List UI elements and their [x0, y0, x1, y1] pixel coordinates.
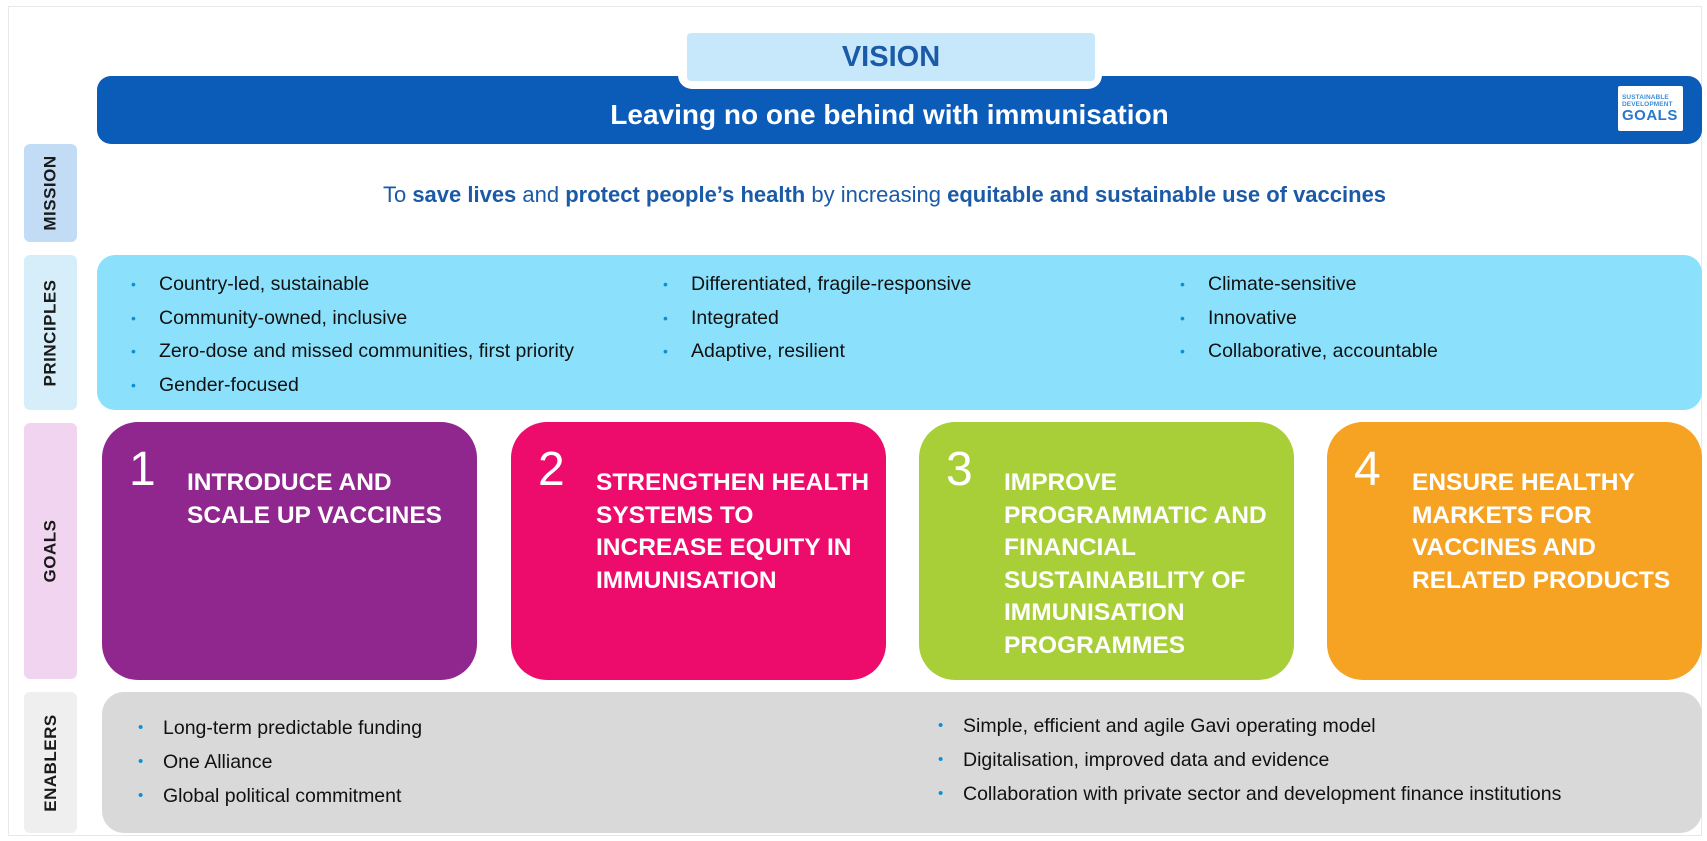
vision-statement: Leaving no one behind with immunisation — [610, 99, 1169, 130]
enabler-item: • Global political commitment — [138, 779, 422, 813]
sdg-logo: SUSTAINABLE DEVELOPMENT GOALS — [1618, 86, 1683, 131]
enabler-item: • Simple, efficient and agile Gavi operat… — [938, 709, 1561, 743]
goal-title: INTRODUCE AND SCALE UP VACCINES — [187, 469, 443, 529]
bullet-icon: • — [138, 753, 144, 770]
section-label-principles-text: PRINCIPLES — [40, 278, 60, 387]
mission-part: by increasing — [805, 182, 948, 207]
section-label-mission-text: MISSION — [40, 155, 60, 231]
enabler-item: • Digitalisation, improved data and evide… — [938, 743, 1561, 777]
principles-list-2: • Differentiated, fragile-responsive • Int… — [663, 268, 971, 369]
mission-statement: To save lives and protect people’s healt… — [97, 182, 1672, 208]
bullet-icon: • — [1180, 343, 1185, 359]
principles-list-3: • Climate-sensitive • Innovative • Collabor… — [1180, 268, 1438, 369]
bullet-icon: • — [138, 787, 144, 804]
enabler-text: Global political commitment — [163, 785, 402, 807]
principle-item: • Community-owned, inclusive — [131, 302, 574, 336]
goal-title: ENSURE HEALTHY MARKETS FOR VACCINES AND … — [1412, 469, 1671, 594]
goal-number: 1 — [129, 443, 156, 496]
enabler-text: Long-term predictable funding — [163, 717, 423, 739]
principle-text: Collaborative, accountable — [1208, 340, 1438, 362]
principle-text: Community-owned, inclusive — [159, 306, 408, 329]
principle-text: Innovative — [1208, 306, 1297, 329]
principles-list-1: • Country-led, sustainable • Community-own… — [131, 268, 574, 402]
mission-emphasis: equitable and sustainable use of vaccine… — [947, 182, 1387, 207]
section-label-goals: GOALS — [24, 423, 77, 679]
principle-item: • Innovative — [1180, 302, 1438, 336]
enablers-panel — [102, 692, 1702, 833]
bullet-icon: • — [138, 719, 144, 736]
sdg-logo-line3: GOALS — [1622, 106, 1678, 124]
enabler-item: • One Alliance — [138, 745, 422, 779]
goal-number: 3 — [946, 443, 973, 496]
mission-emphasis: save lives — [412, 182, 517, 207]
goal-card-1: 1 INTRODUCE AND SCALE UP VACCINES — [102, 422, 477, 680]
enabler-text: Digitalisation, improved data and eviden… — [963, 749, 1330, 771]
goal-title: IMPROVE PROGRAMMATIC AND FINANCIAL SUSTA… — [1004, 469, 1267, 659]
sdg-logo-line2: DEVELOPMENT — [1622, 100, 1673, 108]
principle-item: • Integrated — [663, 302, 971, 336]
principle-item: • Adaptive, resilient — [663, 335, 971, 369]
section-label-principles: PRINCIPLES — [24, 255, 77, 410]
principle-item: • Gender-focused — [131, 369, 574, 403]
enabler-text: One Alliance — [163, 751, 273, 773]
bullet-icon: • — [131, 309, 136, 326]
bullet-icon: • — [938, 717, 944, 734]
goal-number: 4 — [1354, 443, 1381, 496]
bullet-icon: • — [1180, 309, 1185, 326]
bullet-icon: • — [938, 785, 944, 802]
bullet-icon: • — [663, 309, 668, 326]
enabler-text: Collaboration with private sector and de… — [963, 783, 1562, 805]
bullet-icon: • — [131, 376, 136, 393]
vision-label: VISION — [687, 33, 1095, 81]
goal-card-3: 3 IMPROVE PROGRAMMATIC AND FINANCIAL SUS… — [919, 422, 1294, 680]
principle-text: Integrated — [691, 306, 779, 329]
bullet-icon: • — [131, 276, 136, 292]
enabler-item: • Collaboration with private sector and d… — [938, 777, 1561, 811]
principle-text: Adaptive, resilient — [691, 340, 845, 362]
principle-item: • Collaborative, accountable — [1180, 335, 1438, 369]
principle-text: Country-led, sustainable — [159, 273, 370, 295]
section-label-enablers: ENABLERS — [24, 692, 77, 833]
goal-card-4: 4 ENSURE HEALTHY MARKETS FOR VACCINES AN… — [1327, 422, 1702, 680]
mission-emphasis: protect people’s health — [565, 182, 806, 207]
principle-text: Gender-focused — [159, 373, 299, 396]
principle-text: Climate-sensitive — [1208, 273, 1357, 295]
principle-item: • Country-led, sustainable — [131, 268, 574, 302]
bullet-icon: • — [131, 343, 136, 359]
principle-item: • Differentiated, fragile-responsive — [663, 268, 971, 302]
section-label-enablers-text: ENABLERS — [40, 713, 60, 812]
mission-part: To — [382, 182, 413, 207]
principle-text: Zero-dose and missed communities, first … — [159, 340, 575, 362]
goal-title: STRENGTHEN HEALTH SYSTEMS TO INCREASE EQ… — [596, 469, 870, 594]
diagram-frame — [8, 6, 1702, 836]
bullet-icon: • — [938, 751, 944, 768]
bullet-icon: • — [663, 276, 668, 292]
principles-panel — [97, 255, 1702, 410]
goal-card-2: 2 STRENGTHEN HEALTH SYSTEMS TO INCREASE … — [511, 422, 886, 680]
enablers-list-2: • Simple, efficient and agile Gavi operat… — [938, 709, 1561, 811]
bullet-icon: • — [663, 343, 668, 359]
mission-part: and — [516, 182, 566, 207]
enabler-item: • Long-term predictable funding — [138, 711, 422, 745]
principle-item: • Zero-dose and missed communities, first… — [131, 335, 574, 369]
principle-text: Differentiated, fragile-responsive — [691, 273, 972, 295]
section-label-mission: MISSION — [24, 144, 77, 242]
enablers-list-1: • Long-term predictable funding • One Alli… — [138, 711, 422, 813]
enabler-text: Simple, efficient and agile Gavi operati… — [963, 715, 1376, 737]
bullet-icon: • — [1180, 276, 1185, 292]
section-label-goals-text: GOALS — [40, 519, 60, 583]
goal-number: 2 — [538, 443, 565, 496]
principle-item: • Climate-sensitive — [1180, 268, 1438, 302]
sdg-logo-line1: SUSTAINABLE — [1622, 93, 1669, 101]
